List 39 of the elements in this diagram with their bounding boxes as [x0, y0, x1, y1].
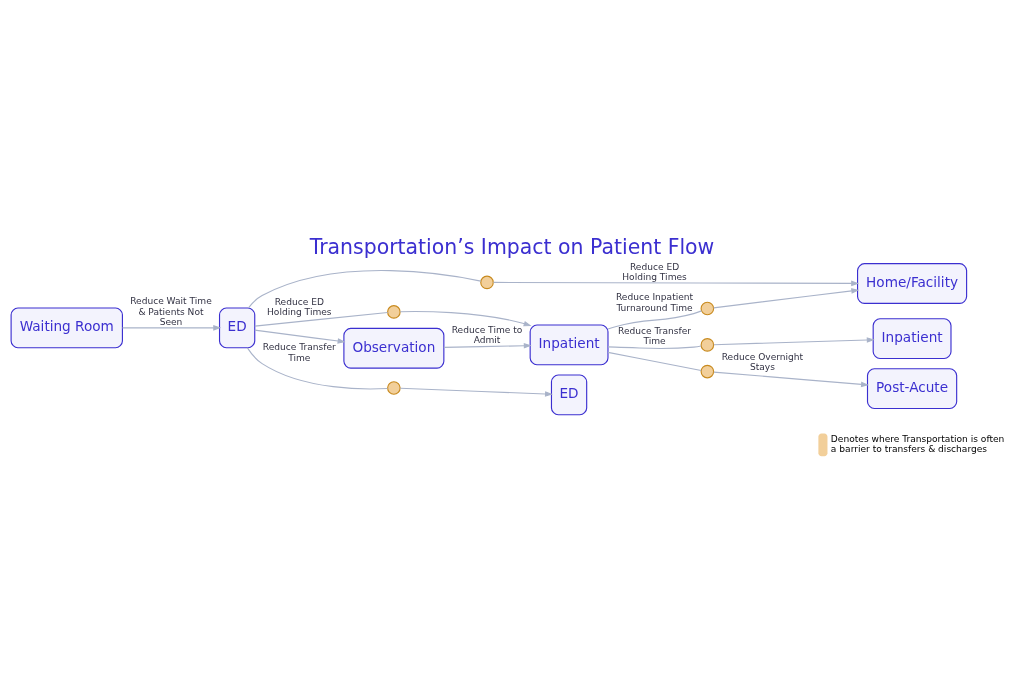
edge-label: Reduce Time to Admit: [451, 324, 523, 346]
arrow: [254, 329, 346, 344]
edge-label: Reduce Transfer Time: [618, 325, 692, 347]
connector: [607, 351, 702, 372]
arrow: [492, 280, 860, 287]
arrow: [443, 342, 532, 349]
diagram-title: Transportation’s Impact on Patient Flow: [309, 234, 715, 259]
arrow: [399, 311, 532, 327]
legend-label: Denotes where Transportation is often a barrier to transfers & discharges: [830, 433, 1005, 455]
edge-label: Reduce ED Holding Times: [622, 261, 687, 283]
node-box: Home/Facility: [857, 263, 968, 304]
connector: [246, 347, 389, 390]
arrow: [713, 288, 860, 309]
arrow: [399, 387, 553, 397]
arrow: [713, 371, 869, 388]
connector: [607, 310, 703, 330]
node-box: Post-Acute: [866, 368, 958, 410]
node-box: ED: [218, 307, 256, 349]
node-circle: [387, 381, 401, 395]
node-box: Observation: [343, 327, 445, 369]
arrow: [121, 325, 222, 331]
edge-label: Reduce Transfer Time: [262, 342, 336, 363]
node-circle: [700, 338, 715, 352]
node-circle: [387, 305, 401, 319]
connector: [607, 345, 702, 350]
node-circle: [700, 301, 715, 316]
connector: [254, 311, 389, 327]
edge-label: Reduce Inpatient Turnaround Time: [615, 292, 694, 313]
node-box: Inpatient: [529, 324, 609, 366]
edge-label: Reduce Wait Time & Patients Not Seen: [130, 296, 212, 327]
connector: [247, 270, 482, 309]
node-box: Waiting Room: [10, 307, 123, 349]
node-box: ED: [550, 374, 588, 416]
node-circle: [700, 364, 715, 379]
node-circle: [480, 275, 494, 290]
arrow: [713, 337, 875, 346]
edge-label: Reduce Overnight Stays: [721, 351, 804, 372]
node-box: Inpatient: [872, 318, 952, 360]
edge-label: Reduce ED Holding Times: [267, 297, 332, 318]
